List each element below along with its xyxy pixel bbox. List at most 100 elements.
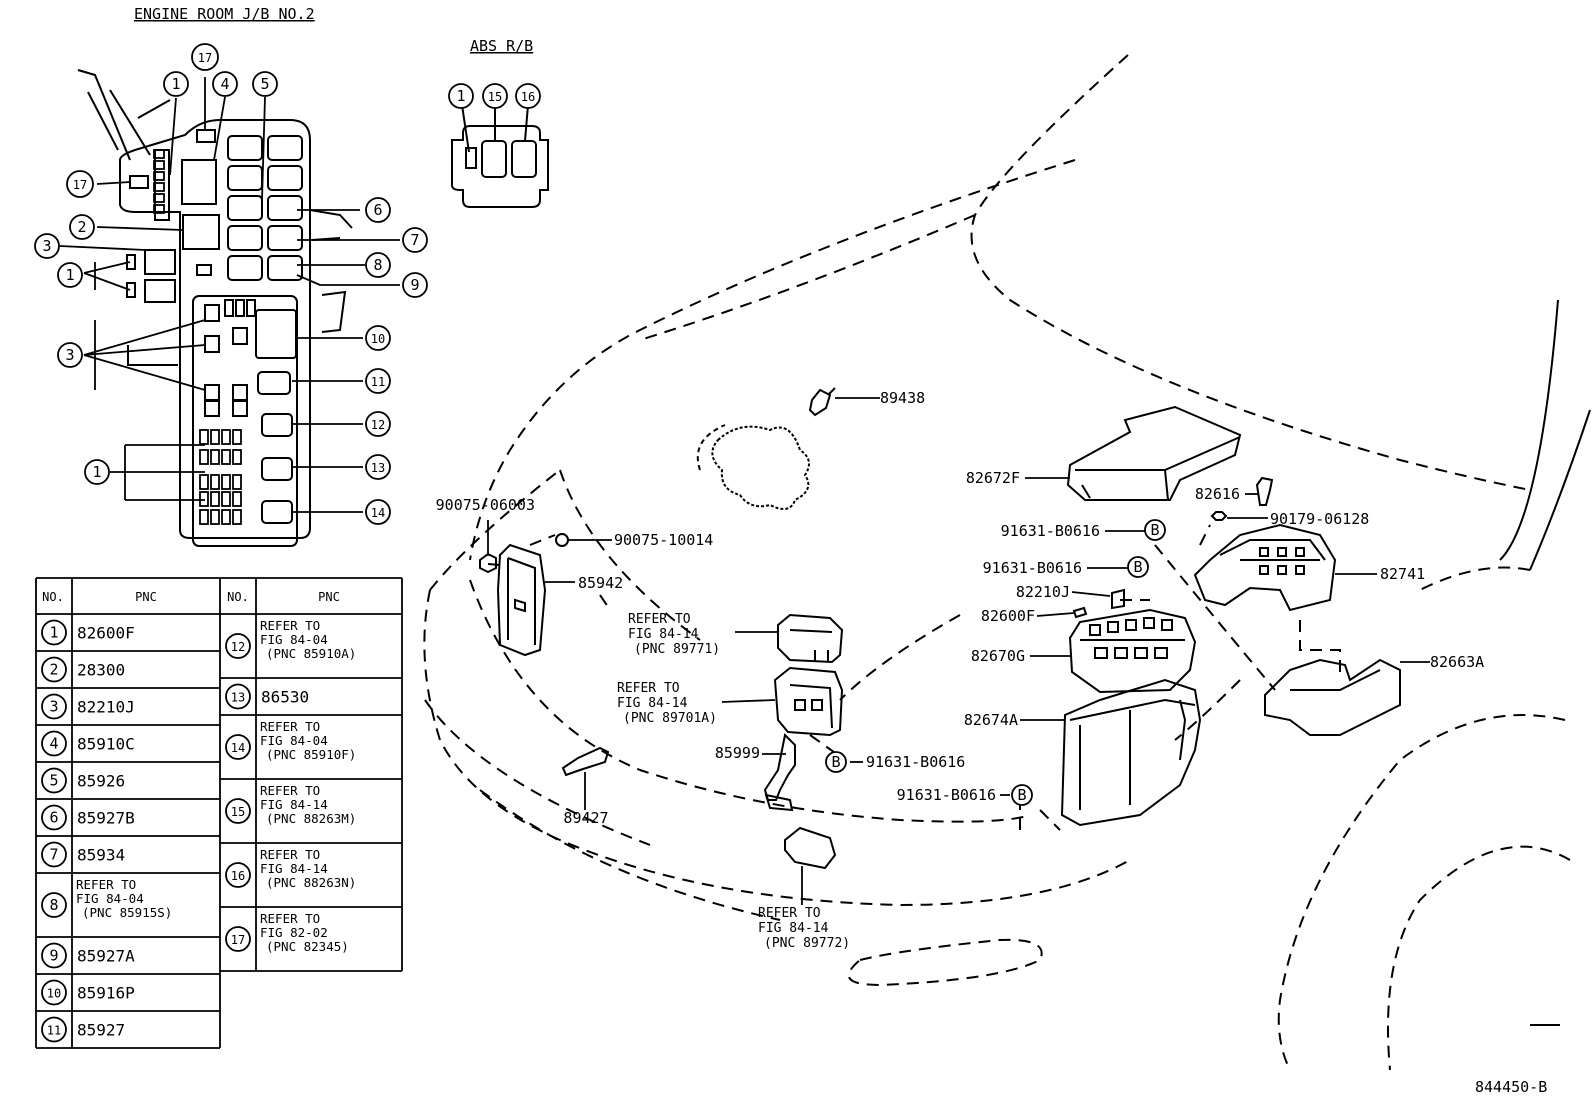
part-label-1: 89438 <box>880 389 925 407</box>
jb-callout-11: 11 <box>365 368 391 394</box>
jb-callout-6-number: 6 <box>373 201 382 219</box>
vehicle-outline <box>423 54 1571 1071</box>
table-header-no-right: NO. <box>227 590 249 604</box>
table-right-pnc-12-line: REFER TO <box>260 618 320 633</box>
table-left-no-4-number: 4 <box>49 735 58 753</box>
table-right-no-16-number: 16 <box>231 869 245 883</box>
jb-callout-8-number: 8 <box>373 256 382 274</box>
jb-callout-2-number: 2 <box>77 218 86 236</box>
table-right-no-15-number: 15 <box>231 805 245 819</box>
jb-callout-3-number: 3 <box>42 237 51 255</box>
table-left-no-1-number: 1 <box>49 624 58 642</box>
jb-callout-9: 9 <box>402 272 428 298</box>
table-left-no-4: 4 <box>41 730 67 757</box>
jb-callout-3: 3 <box>57 342 83 368</box>
table-left-pnc-6: 85927B <box>77 809 135 828</box>
table-right-pnc-12-line: FIG 84-04 <box>260 632 328 647</box>
abs-title: ABS R/B <box>470 37 533 55</box>
refer-label-line: FIG 84-14 <box>617 696 688 711</box>
table-right-pnc-14-line: (PNC 85910F) <box>266 747 356 762</box>
table-left-no-1: 1 <box>41 619 67 646</box>
part-label-17: 85942 <box>578 574 623 592</box>
table-right-no-12: 12 <box>225 633 251 659</box>
table-right-pnc-12-line: (PNC 85910A) <box>266 646 356 661</box>
table-right-pnc-15-line: REFER TO <box>260 783 320 798</box>
part-label-19: 89427 <box>563 809 608 827</box>
table-right-no-17: 17 <box>225 926 251 952</box>
part-label-16: 90075-10014 <box>614 531 713 549</box>
table-left-pnc-2: 28300 <box>77 661 125 680</box>
abs-callout-1: 1 <box>448 83 474 109</box>
vehicle-solid-contours <box>1499 299 1591 1026</box>
table-left-no-10: 10 <box>41 979 67 1006</box>
table-left-no-11: 11 <box>41 1016 67 1043</box>
table-right-pnc-14-line: FIG 84-04 <box>260 733 328 748</box>
table-right-pnc-17-line: FIG 82-02 <box>260 925 328 940</box>
jb-callout-5-number: 5 <box>260 75 269 93</box>
table-left-pnc-1: 82600F <box>77 624 135 643</box>
jb-callout-8: 8 <box>365 252 391 278</box>
refer-label-line: (PNC 89701A) <box>623 711 717 726</box>
abs-callout-15: 15 <box>482 83 508 109</box>
jb-callout-17: 17 <box>191 43 219 71</box>
table-left-pnc-10: 85916P <box>77 984 135 1003</box>
part-label-6: 91631-B0616 <box>983 559 1082 577</box>
table-left-no-11-number: 11 <box>47 1024 61 1038</box>
table-right-no-13: 13 <box>225 683 251 710</box>
jb-callout-1: 1 <box>163 71 189 97</box>
jb-callout-1-number: 1 <box>65 266 74 284</box>
table-left-no-6: 6 <box>41 804 67 831</box>
refer-label-line: REFER TO <box>628 612 691 627</box>
jb-callout-7: 7 <box>402 227 428 253</box>
table-left-pnc-8-line: (PNC 85915S) <box>82 905 172 920</box>
jb-callout-12-number: 12 <box>371 418 385 432</box>
jb-callout-1: 1 <box>57 262 83 288</box>
jb-callout-3: 3 <box>34 233 60 259</box>
fuse-array <box>153 149 242 525</box>
table-left-no-2: 2 <box>41 656 67 683</box>
table-left-no-5-number: 5 <box>49 772 58 790</box>
table-right-no-17-number: 17 <box>231 933 245 947</box>
table-right-pnc-16-line: (PNC 88263N) <box>266 875 356 890</box>
bolt-marker-1-number: B <box>1150 521 1159 539</box>
table-left-pnc-5: 85926 <box>77 772 125 791</box>
part-label-13: 91631-B0616 <box>866 753 965 771</box>
table-left-pnc-11: 85927 <box>77 1021 125 1040</box>
table-right-pnc-16-line: REFER TO <box>260 847 320 862</box>
part-label-10: 82670G <box>971 647 1025 665</box>
table-right-pnc-17-line: (PNC 82345) <box>266 939 349 954</box>
part-leaders <box>487 397 1430 905</box>
part-label-5: 91631-B0616 <box>1001 522 1100 540</box>
table-left-no-3: 3 <box>41 693 67 720</box>
refer-label-line: REFER TO <box>758 906 821 921</box>
table-left-no-3-number: 3 <box>49 698 58 716</box>
jb-callout-10-number: 10 <box>371 332 385 346</box>
table-left-pnc-8-line: FIG 84-04 <box>76 891 144 906</box>
part-label-4: 90179-06128 <box>1270 510 1369 528</box>
abs-callout-16: 16 <box>515 83 541 109</box>
refer-label-line: (PNC 89772) <box>764 936 850 951</box>
jb-callout-3-number: 3 <box>65 346 74 364</box>
table-right-no-15: 15 <box>225 798 251 824</box>
refer-label-line: (PNC 89771) <box>634 642 720 657</box>
jb-callout-1: 1 <box>84 459 110 485</box>
table-right-no-14: 14 <box>225 734 251 760</box>
table-left-pnc-4: 85910C <box>77 735 135 754</box>
table-right-pnc-15-line: (PNC 88263M) <box>266 811 356 826</box>
jb-callout-17-number: 17 <box>198 51 212 65</box>
jb-callout-13: 13 <box>365 454 391 480</box>
table-right-no-13-number: 13 <box>231 691 245 705</box>
table-left-pnc-7: 85934 <box>77 846 125 865</box>
jb-leaders <box>59 77 400 513</box>
jb-callout-1-number: 1 <box>171 75 180 93</box>
table-right-pnc-15-line: FIG 84-14 <box>260 797 328 812</box>
table-left-pnc-9: 85927A <box>77 947 135 966</box>
bolt-marker-3-number: B <box>831 753 840 771</box>
jb-title: ENGINE ROOM J/B NO.2 <box>134 5 315 23</box>
